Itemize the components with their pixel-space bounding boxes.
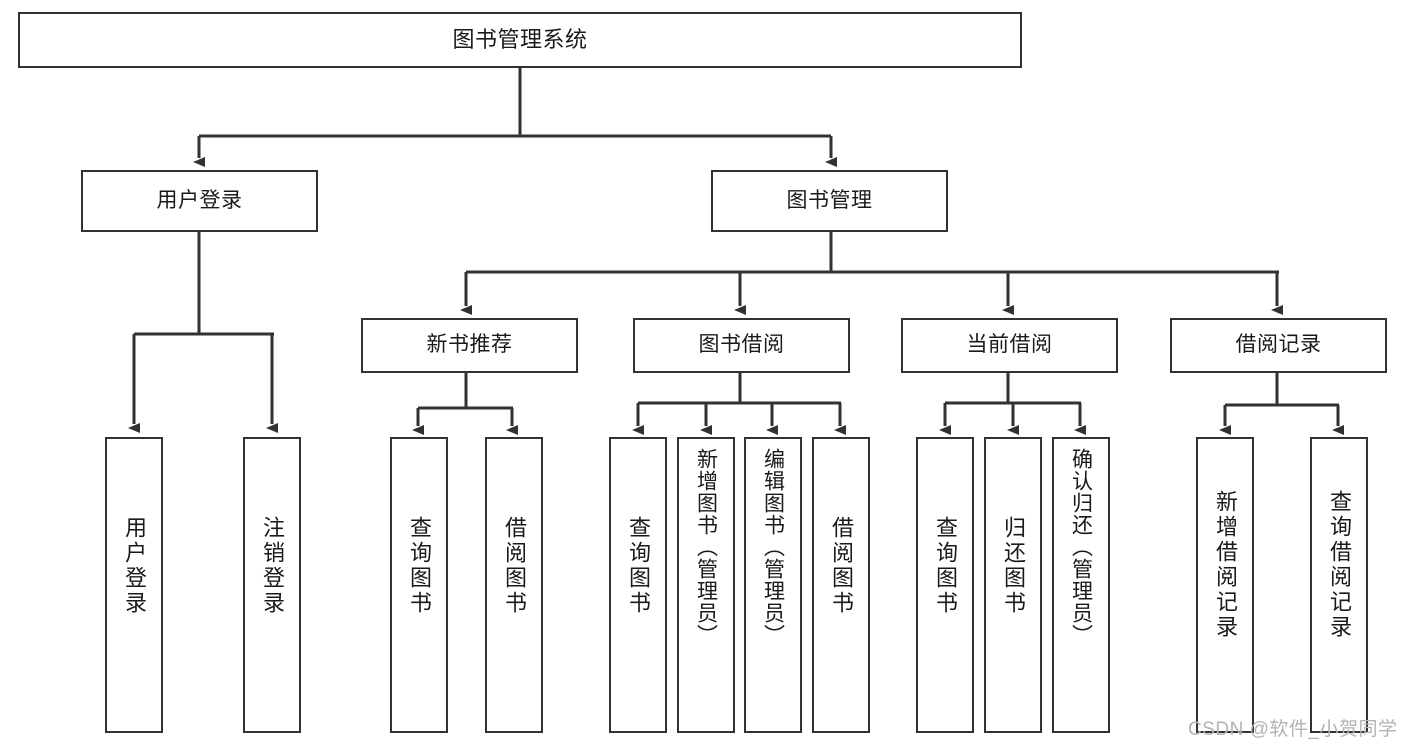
node-label: 新增图书（管理员） (694, 448, 718, 646)
leaf-logout[interactable]: 注销登录 (243, 437, 301, 733)
node-borrow-record[interactable]: 借阅记录 (1170, 318, 1387, 373)
leaf-return-book[interactable]: 归还图书 (984, 437, 1042, 733)
leaf-query-book-current[interactable]: 查询图书 (916, 437, 974, 733)
leaf-borrow-book-recommend[interactable]: 借阅图书 (485, 437, 543, 733)
node-label: 查询图书 (933, 516, 958, 616)
node-new-book-recommend[interactable]: 新书推荐 (361, 318, 578, 373)
node-label: 图书管理系统 (452, 27, 588, 53)
node-label: 借阅记录 (1235, 333, 1322, 357)
node-label: 图书借阅 (698, 333, 785, 357)
node-label: 当前借阅 (966, 333, 1053, 357)
node-label: 图书管理 (786, 188, 873, 212)
node-label: 查询图书 (407, 516, 432, 616)
node-book-management[interactable]: 图书管理 (711, 170, 948, 232)
leaf-confirm-return-admin[interactable]: 确认归还（管理员） (1052, 437, 1110, 733)
leaf-add-book-admin[interactable]: 新增图书（管理员） (677, 437, 735, 733)
node-label: 归还图书 (1001, 516, 1026, 616)
node-book-borrow[interactable]: 图书借阅 (633, 318, 850, 373)
node-label: 用户登录 (122, 516, 147, 616)
node-label: 借阅图书 (502, 516, 527, 616)
node-label: 编辑图书（管理员） (761, 448, 785, 646)
leaf-borrow-book[interactable]: 借阅图书 (812, 437, 870, 733)
node-label: 注销登录 (260, 516, 285, 616)
leaf-user-login[interactable]: 用户登录 (105, 437, 163, 733)
leaf-query-borrow-record[interactable]: 查询借阅记录 (1310, 437, 1368, 733)
node-label: 查询借阅记录 (1327, 490, 1352, 640)
node-root-system[interactable]: 图书管理系统 (18, 12, 1022, 68)
node-label: 新书推荐 (426, 333, 513, 357)
node-label: 新增借阅记录 (1213, 490, 1238, 640)
node-label: 用户登录 (156, 188, 243, 212)
leaf-edit-book-admin[interactable]: 编辑图书（管理员） (744, 437, 802, 733)
leaf-query-book-borrow[interactable]: 查询图书 (609, 437, 667, 733)
leaf-query-book-recommend[interactable]: 查询图书 (390, 437, 448, 733)
watermark-text: CSDN @软件_小贺同学 (1188, 719, 1398, 740)
node-label: 查询图书 (626, 516, 651, 616)
node-label: 借阅图书 (829, 516, 854, 616)
node-label: 确认归还（管理员） (1069, 448, 1093, 646)
node-user-login[interactable]: 用户登录 (81, 170, 318, 232)
leaf-add-borrow-record[interactable]: 新增借阅记录 (1196, 437, 1254, 733)
node-current-borrow[interactable]: 当前借阅 (901, 318, 1118, 373)
